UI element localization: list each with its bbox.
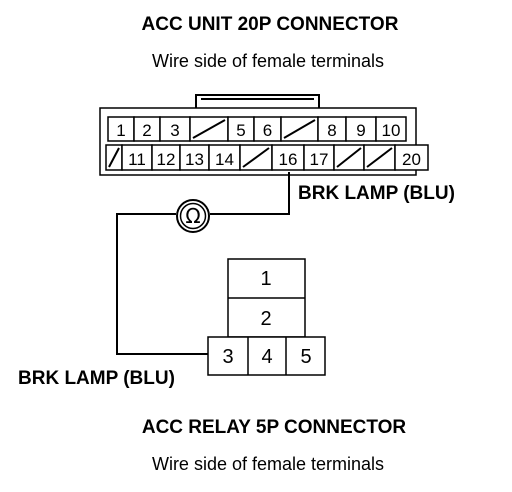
terminal-label: 16	[279, 150, 298, 169]
relay-pin-2: 2	[260, 308, 271, 330]
unused-slash	[108, 147, 120, 168]
terminal-label: 20	[402, 150, 421, 169]
terminal-label: 6	[263, 121, 272, 140]
terminal-label: 8	[327, 121, 336, 140]
terminal-17: 17	[303, 144, 335, 171]
ohm-symbol: Ω	[185, 204, 200, 228]
acc-relay-5p-connector: 1 2 3 4 5	[207, 258, 326, 376]
unused-slash	[283, 119, 316, 139]
unused-slash	[242, 147, 270, 168]
relay-pin-3: 3	[222, 346, 233, 368]
terminal-2: 2	[133, 116, 161, 142]
terminal-label: 1	[116, 121, 125, 140]
ohmmeter-icon: Ω	[176, 199, 210, 233]
terminal-13: 13	[179, 144, 210, 171]
terminal-14: 14	[208, 144, 241, 171]
terminal-20: 20	[394, 144, 429, 171]
terminal-label: 2	[142, 121, 151, 140]
terminal-label: 13	[185, 150, 204, 169]
terminal-3: 3	[159, 116, 191, 142]
terminal-label: 9	[356, 121, 365, 140]
terminal-8: 8	[317, 116, 347, 142]
terminal-10: 10	[375, 116, 407, 142]
top-connector-title: ACC UNIT 20P CONNECTOR	[142, 14, 399, 35]
terminal-empty	[239, 144, 273, 171]
bottom-wire-label: BRK LAMP (BLU)	[18, 368, 175, 389]
terminal-empty	[363, 144, 396, 171]
terminal-9: 9	[345, 116, 377, 142]
pin-row-2: 11 12 13 14 16 17 20	[105, 144, 429, 171]
terminal-6: 6	[253, 116, 282, 142]
relay-pin-5: 5	[300, 346, 311, 368]
terminal-11: 11	[121, 144, 153, 171]
bottom-connector-title: ACC RELAY 5P CONNECTOR	[142, 417, 407, 438]
relay-pin-1: 1	[260, 268, 271, 290]
relay-lower-block	[207, 336, 326, 376]
terminal-label: 10	[382, 121, 401, 140]
terminal-label: 17	[310, 150, 329, 169]
terminal-16: 16	[271, 144, 305, 171]
terminal-empty	[333, 144, 365, 171]
top-wire-label: BRK LAMP (BLU)	[298, 183, 455, 204]
unused-slash	[336, 147, 362, 168]
terminal-empty	[105, 144, 123, 171]
unused-slash	[192, 119, 226, 139]
terminal-label: 5	[236, 121, 245, 140]
terminal-empty	[280, 116, 319, 142]
terminal-label: 3	[170, 121, 179, 140]
wire-bottom	[116, 213, 208, 355]
locking-tab	[195, 94, 320, 108]
terminal-label: 11	[128, 150, 146, 169]
terminal-empty	[189, 116, 229, 142]
terminal-label: 14	[215, 150, 234, 169]
relay-pin-4: 4	[261, 346, 272, 368]
wire-top	[210, 172, 290, 215]
terminal-5: 5	[227, 116, 255, 142]
terminal-12: 12	[151, 144, 181, 171]
terminal-label: 12	[157, 150, 176, 169]
bottom-connector-subtitle: Wire side of female terminals	[152, 454, 384, 474]
terminal-1: 1	[107, 116, 135, 142]
unused-slash	[366, 147, 393, 168]
top-connector-subtitle: Wire side of female terminals	[152, 51, 384, 71]
